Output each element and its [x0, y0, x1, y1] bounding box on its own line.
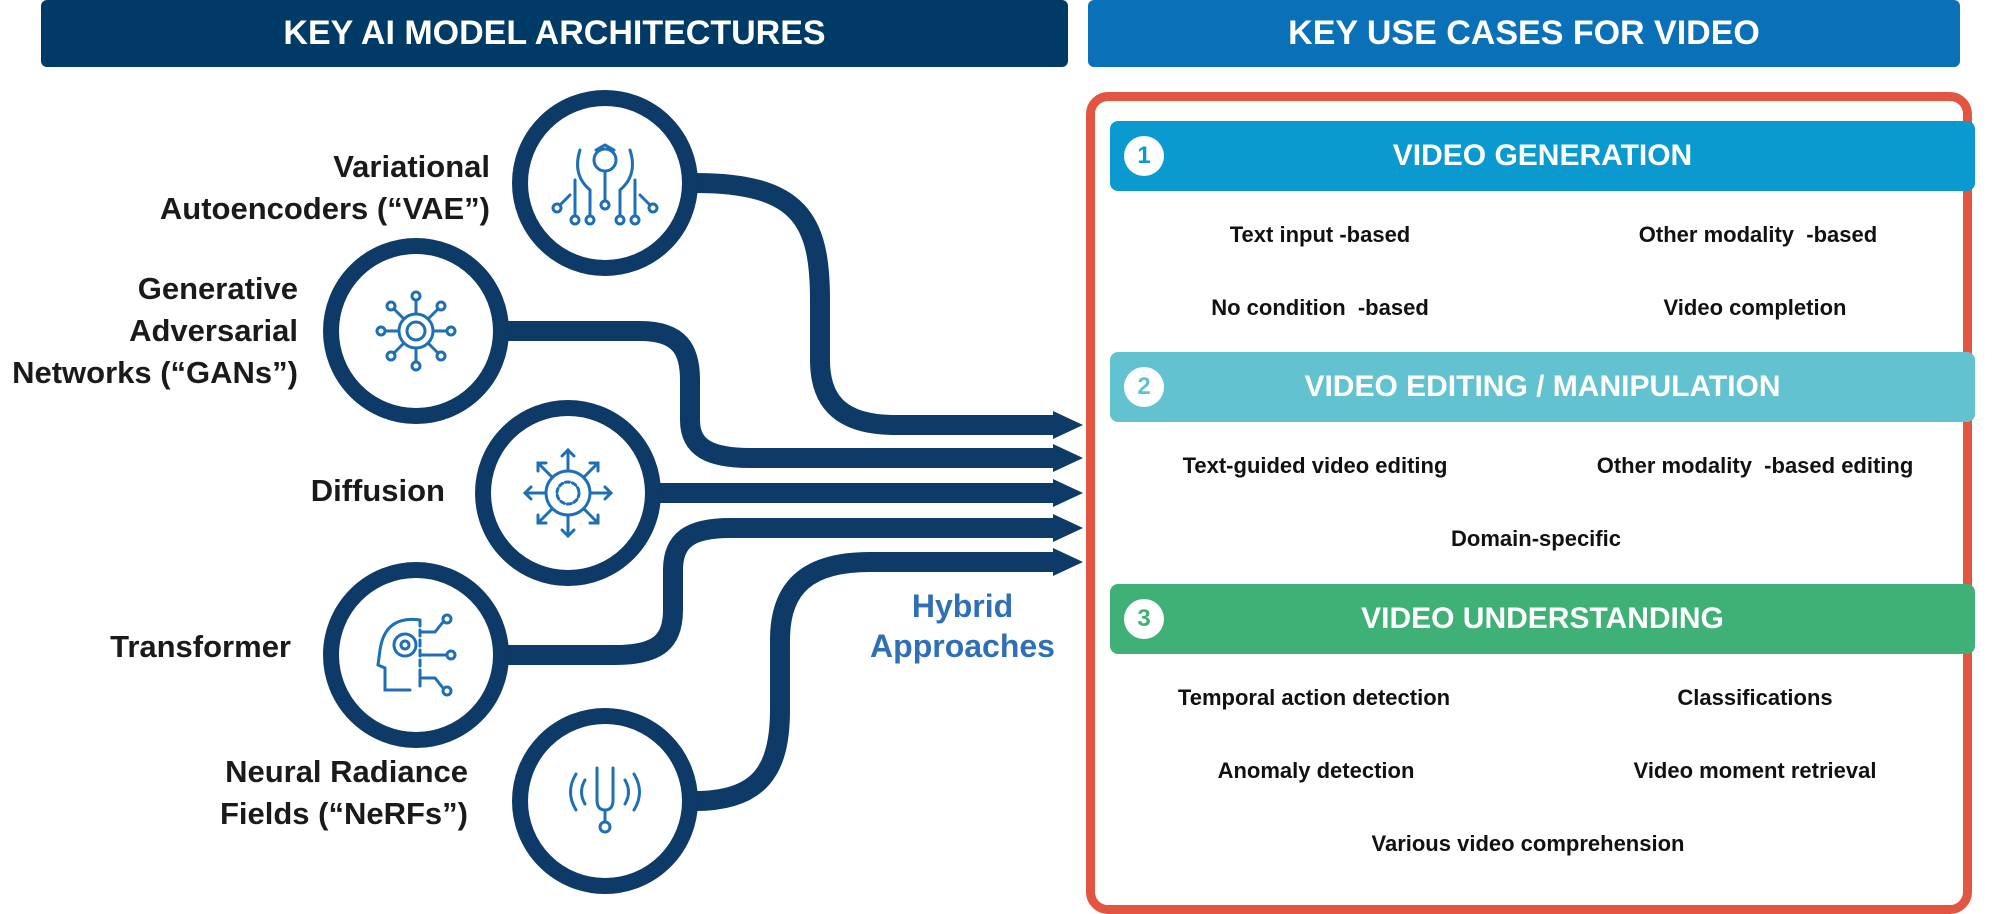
tuning-fork-icon: [569, 766, 641, 834]
use-case-item: Video moment retrieval: [1633, 758, 1877, 783]
arrowhead-vae: [1053, 411, 1083, 439]
nerfs-label: Neural Radiance Fields (“NeRFs”): [219, 754, 468, 831]
network-node-icon: [375, 290, 457, 372]
neural-chip-icon: [551, 143, 659, 226]
gans-circle: [323, 238, 509, 424]
use-case-item: Other modality -based editing: [1596, 453, 1914, 478]
transformer-label: Transformer: [110, 629, 291, 664]
vae-label: Variational Autoencoders (“VAE”): [159, 149, 490, 226]
category-title: VIDEO EDITING / MANIPULATION: [1304, 370, 1781, 403]
use-case-item: Video completion: [1663, 295, 1847, 320]
use-cases-panel: [1086, 92, 1972, 914]
use-case-item: Text-guided video editing: [1182, 453, 1448, 478]
connector-nerfs: [694, 552, 1053, 811]
connector-vae: [694, 173, 1053, 435]
category-title: VIDEO UNDERSTANDING: [1361, 602, 1724, 635]
transformer-circle: [323, 562, 509, 748]
arrowhead-diffusion: [1053, 479, 1083, 507]
use-case-item: Domain-specific: [1451, 526, 1621, 551]
category-video-editing: 2 VIDEO EDITING / MANIPULATION: [1110, 352, 1975, 422]
connector-gans: [508, 321, 1053, 468]
use-case-item: Classifications: [1677, 685, 1833, 710]
nerfs-circle: [512, 708, 698, 894]
use-case-item: Various video comprehension: [1371, 831, 1685, 856]
gans-label: Generative Adversarial Networks (“GANs”): [12, 271, 298, 390]
category-title: VIDEO GENERATION: [1392, 139, 1693, 172]
connector-transformer: [508, 518, 1053, 665]
category-video-understanding: 3 VIDEO UNDERSTANDING: [1110, 584, 1975, 654]
category-number: 1: [1124, 136, 1164, 176]
use-case-item: Text input -based: [1229, 222, 1411, 247]
architectures-header: KEY AI MODEL ARCHITECTURES: [41, 0, 1068, 67]
use-case-item: No condition -based: [1211, 295, 1429, 320]
diffusion-label: Diffusion: [310, 473, 445, 508]
arrowhead-gans: [1053, 444, 1083, 472]
diffusion-circle: [475, 400, 661, 586]
use-cases-header: KEY USE CASES FOR VIDEO: [1088, 0, 1960, 67]
use-case-item: Temporal action detection: [1177, 685, 1451, 710]
ai-head-icon: [376, 613, 457, 697]
diffusion-burst-icon: [522, 447, 614, 539]
arrowhead-nerfs: [1053, 548, 1083, 576]
category-number: 3: [1124, 599, 1164, 639]
category-number: 2: [1124, 367, 1164, 407]
use-case-item: Anomaly detection: [1217, 758, 1415, 783]
category-video-generation: 1 VIDEO GENERATION: [1110, 121, 1975, 191]
arrowhead-transformer: [1053, 514, 1083, 542]
use-case-item: Other modality -based: [1638, 222, 1878, 247]
hybrid-approaches-label: Hybrid Approaches: [870, 588, 1055, 664]
